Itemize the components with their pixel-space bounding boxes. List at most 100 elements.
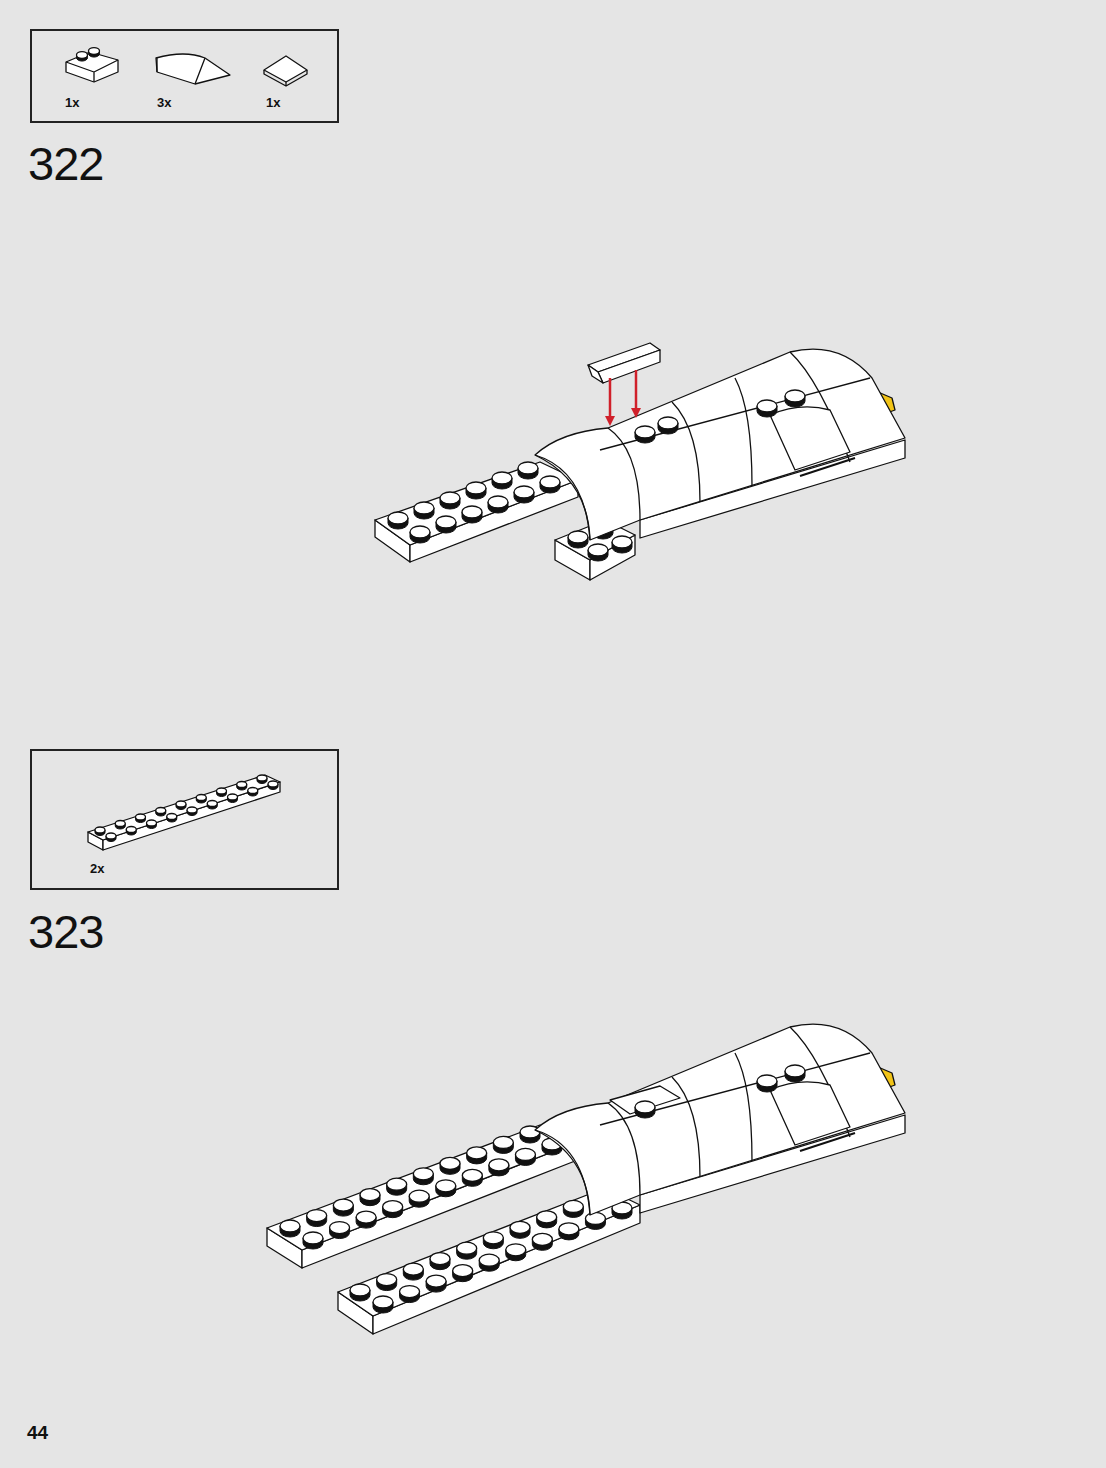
stud <box>563 1200 583 1212</box>
stud <box>147 820 157 826</box>
plate-top <box>375 462 578 545</box>
roof-edge <box>535 455 590 540</box>
stud <box>248 788 258 794</box>
stud <box>635 1101 655 1113</box>
stud <box>156 808 166 814</box>
stud <box>307 1210 327 1222</box>
step-number: 322 <box>28 136 103 191</box>
stud <box>532 1233 552 1245</box>
stud <box>506 1244 526 1256</box>
stud <box>489 1159 509 1171</box>
recess-edge <box>800 458 855 476</box>
stud <box>95 827 105 833</box>
stud <box>430 1253 450 1265</box>
stud <box>785 1065 805 1077</box>
stud <box>588 544 608 556</box>
stud <box>167 814 177 820</box>
stud <box>268 781 278 787</box>
part-icon <box>264 70 307 86</box>
stud <box>466 482 486 494</box>
part-icon <box>157 58 205 84</box>
roof-edge <box>535 1130 590 1215</box>
stud <box>106 833 116 839</box>
stud <box>757 400 777 412</box>
stud <box>400 1286 420 1298</box>
tile <box>610 1086 680 1114</box>
stud <box>483 1232 503 1244</box>
stud <box>387 1178 407 1190</box>
section-line <box>608 428 640 520</box>
stud <box>89 48 100 55</box>
section-line <box>735 378 752 486</box>
stud <box>77 52 88 59</box>
stud <box>559 1223 579 1235</box>
stud <box>635 426 655 438</box>
part-quantity: 1x <box>266 95 280 110</box>
plate-top <box>88 775 280 840</box>
section-line <box>672 1077 700 1177</box>
recess-edge <box>800 1133 855 1151</box>
section-line <box>608 1103 640 1195</box>
stud <box>414 502 434 514</box>
stud <box>585 1212 605 1224</box>
stud <box>537 1211 557 1223</box>
placement-arrow <box>605 416 615 426</box>
stud <box>514 486 534 498</box>
part-quantity: 3x <box>157 95 171 110</box>
placement-arrow <box>609 378 612 418</box>
stud <box>333 1199 353 1211</box>
stud <box>612 536 632 548</box>
stud <box>488 496 508 508</box>
stud <box>403 1263 423 1275</box>
stud <box>136 814 146 820</box>
part-quantity: 2x <box>90 861 104 876</box>
stud <box>373 1296 393 1308</box>
stud <box>196 795 206 801</box>
placement-arrow <box>635 370 638 410</box>
stud <box>360 1189 380 1201</box>
stud <box>280 1220 300 1232</box>
plate-side <box>373 1205 640 1334</box>
part-icon <box>66 60 118 82</box>
stud <box>350 1284 370 1296</box>
stud <box>436 1180 456 1192</box>
stud <box>413 1168 433 1180</box>
section-line <box>735 1053 752 1161</box>
section-line <box>672 402 700 502</box>
part-icon <box>156 54 230 84</box>
part-quantity: 1x <box>65 95 79 110</box>
stud <box>568 531 588 543</box>
stud <box>658 417 678 429</box>
stud <box>303 1232 323 1244</box>
stud <box>479 1254 499 1266</box>
stud <box>785 390 805 402</box>
stud <box>467 1147 487 1159</box>
stud <box>409 1190 429 1202</box>
stud <box>356 1211 376 1223</box>
stud <box>462 1169 482 1181</box>
curved-roof <box>535 349 905 540</box>
plate-side <box>103 782 280 850</box>
step-number: 323 <box>28 904 103 959</box>
stud <box>115 821 125 827</box>
stud <box>383 1201 403 1213</box>
page-number: 44 <box>27 1422 48 1444</box>
stud <box>757 1075 777 1087</box>
placement-arrow <box>631 408 641 418</box>
stud <box>207 801 217 807</box>
stud <box>453 1265 473 1277</box>
stud <box>492 472 512 484</box>
stud <box>436 516 456 528</box>
stud <box>237 782 247 788</box>
stud <box>377 1274 397 1286</box>
stud <box>510 1221 530 1233</box>
stud <box>515 1148 535 1160</box>
plate-top <box>267 1125 575 1250</box>
stud <box>330 1222 350 1234</box>
stud <box>410 526 430 538</box>
curved-roof <box>535 1024 905 1215</box>
parts-box: 1x 3x 1x <box>30 29 339 123</box>
recess <box>770 1082 850 1145</box>
stud <box>217 788 227 794</box>
